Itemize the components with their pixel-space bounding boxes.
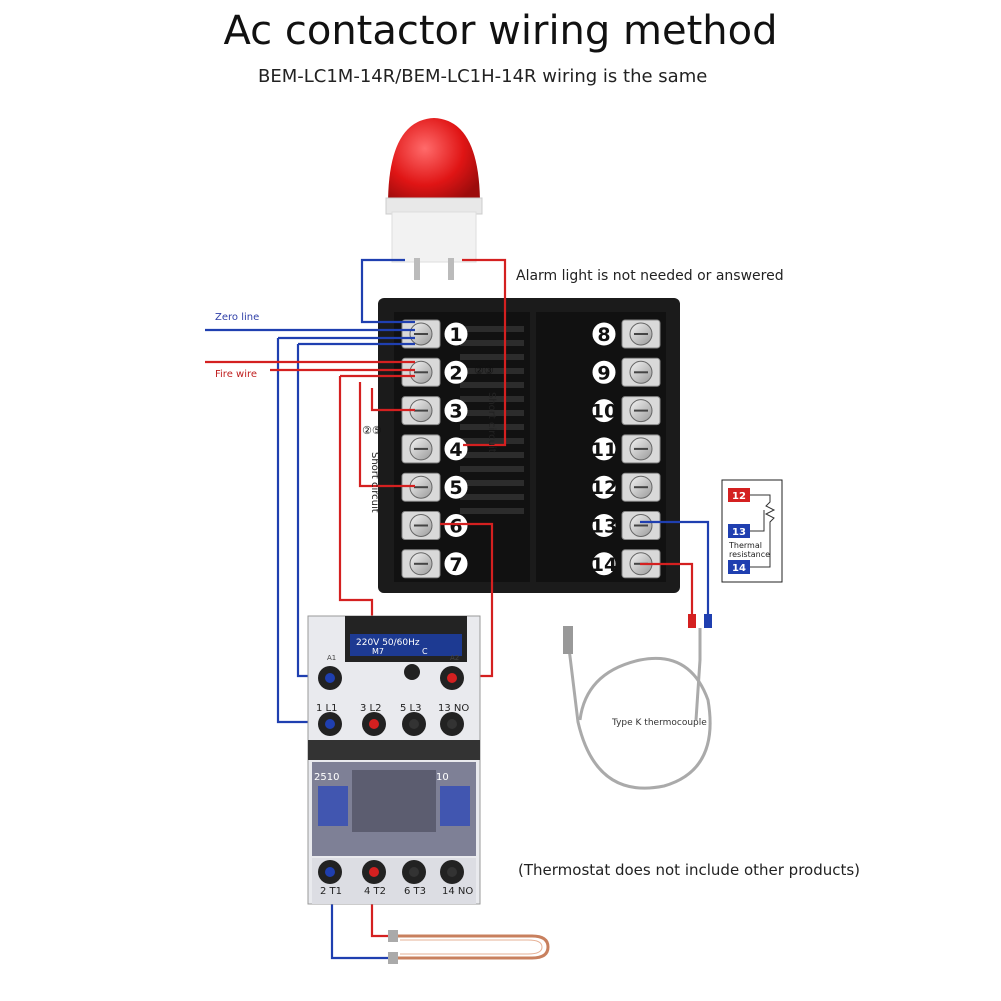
short-2-5 [358, 382, 415, 488]
contactor-bottom-label: 4 T2 [364, 886, 386, 897]
terminal-2: 2 [401, 357, 468, 387]
terminal-number: 6 [449, 516, 462, 538]
contactor-left-code: 2510 [314, 772, 339, 783]
short-word-a: Short circuit [486, 392, 497, 453]
terminal-10: 10 [591, 396, 661, 426]
a2-label: A2 [450, 654, 459, 662]
footnote: (Thermostat does not include other produ… [518, 861, 861, 879]
vent-slot [460, 466, 524, 472]
contactor-top-screw-dot [325, 719, 335, 729]
terminal-number: 8 [597, 324, 610, 346]
contactor-bottom-screw-dot [369, 867, 379, 877]
wires [205, 258, 710, 960]
legend-12: 12 [732, 491, 746, 502]
terminal-number: 2 [449, 362, 462, 384]
thermocouple-label: Type K thermocouple [611, 718, 707, 728]
a1-label: A1 [327, 654, 336, 662]
terminal-number: 13 [591, 516, 617, 538]
vent-slot [460, 354, 524, 360]
terminal-3: 3 [401, 396, 468, 426]
short-25-label: ②⑤ [362, 424, 382, 437]
terminal-6: 6 [401, 511, 468, 540]
legend-13: 13 [732, 527, 746, 538]
terminal-number: 10 [591, 401, 617, 423]
terminal-1: 1 [401, 319, 468, 349]
coil-screw-dot [325, 673, 335, 683]
coil-rating: 220V 50/60Hz [356, 638, 420, 648]
vent-slot [460, 452, 524, 458]
contactor-indicator [404, 664, 420, 680]
fire-wire-label: Fire wire [215, 369, 258, 380]
short-2-3 [370, 388, 415, 412]
terminal-number: 7 [449, 554, 462, 576]
page-title: Ac contactor wiring method [223, 8, 778, 54]
contactor-bottom-screw-dot [325, 867, 335, 877]
terminal-number: 11 [591, 439, 617, 461]
contactor-top-screw-dot [409, 719, 419, 729]
legend-thermal-label: Thermal resistance [729, 541, 771, 559]
page-subtitle: BEM-LC1M-14R/BEM-LC1H-14R wiring is the … [258, 66, 708, 87]
terminal-5: 5 [401, 472, 468, 502]
contactor-top-label: 1 L1 [316, 703, 337, 714]
terminal-number: 14 [591, 554, 617, 576]
vent-slot [460, 368, 524, 374]
contactor-terminals: 1 L1 3 L2 5 L3 13 NO 2 T1 4 T2 6 T3 14 NO [316, 664, 473, 897]
contactor-top-label: 13 NO [438, 703, 469, 714]
terminal-4: 4 [401, 434, 468, 464]
vent-slot [460, 382, 524, 388]
terminal-number: 1 [449, 324, 462, 346]
alarm-note: Alarm light is not needed or answered [516, 268, 784, 284]
contactor-bottom-label: 2 T1 [320, 886, 342, 897]
vent-slot [460, 480, 524, 486]
vent-slot [460, 410, 524, 416]
terminal-9: 9 [592, 357, 661, 387]
coil-screw-dot [447, 673, 457, 683]
terminal-number: 5 [449, 477, 462, 499]
thermocouple-probe [563, 614, 712, 790]
terminal-13: 13 [591, 511, 661, 540]
contactor-top-screw-dot [447, 719, 457, 729]
short-word-b: Short circuit [369, 452, 380, 513]
terminal-number: 3 [449, 401, 462, 423]
contactor-right-code: 10 [436, 772, 449, 783]
heater-element [388, 930, 550, 964]
contactor-bottom-screw-dot [409, 867, 419, 877]
terminal-12: 12 [591, 472, 661, 502]
terminal-7: 7 [401, 549, 468, 579]
vent-slot [460, 396, 524, 402]
vent-slot [460, 438, 524, 444]
thermal-resistance-legend [721, 479, 783, 583]
lamp-fire-wire [462, 258, 507, 447]
vent-slot [460, 340, 524, 346]
controller-vents [460, 326, 524, 514]
vent-slot [460, 508, 524, 514]
terminal-number: 12 [591, 477, 617, 499]
legend-14: 14 [732, 563, 746, 574]
zero-line-label: Zero line [215, 312, 260, 323]
contactor-model: M7 [372, 647, 384, 656]
short-23-label: ②③ [474, 364, 494, 377]
contactor-top-label: 5 L3 [400, 703, 421, 714]
alarm-lamp [385, 118, 483, 280]
contactor-mark: C [422, 647, 428, 656]
ac-contactor [307, 615, 481, 905]
lamp-zero-wire [360, 258, 415, 324]
terminal-number: 9 [597, 362, 610, 384]
terminal-11: 11 [591, 434, 661, 464]
vent-slot [460, 326, 524, 332]
vent-slot [460, 424, 524, 430]
vent-slot [460, 494, 524, 500]
contactor-top-screw-dot [369, 719, 379, 729]
terminal-number: 4 [449, 439, 462, 461]
contactor-top-label: 3 L2 [360, 703, 381, 714]
contactor-bottom-screw-dot [447, 867, 457, 877]
contactor-bottom-label: 14 NO [442, 886, 473, 897]
terminal-8: 8 [592, 319, 661, 349]
contactor-bottom-label: 6 T3 [404, 886, 426, 897]
